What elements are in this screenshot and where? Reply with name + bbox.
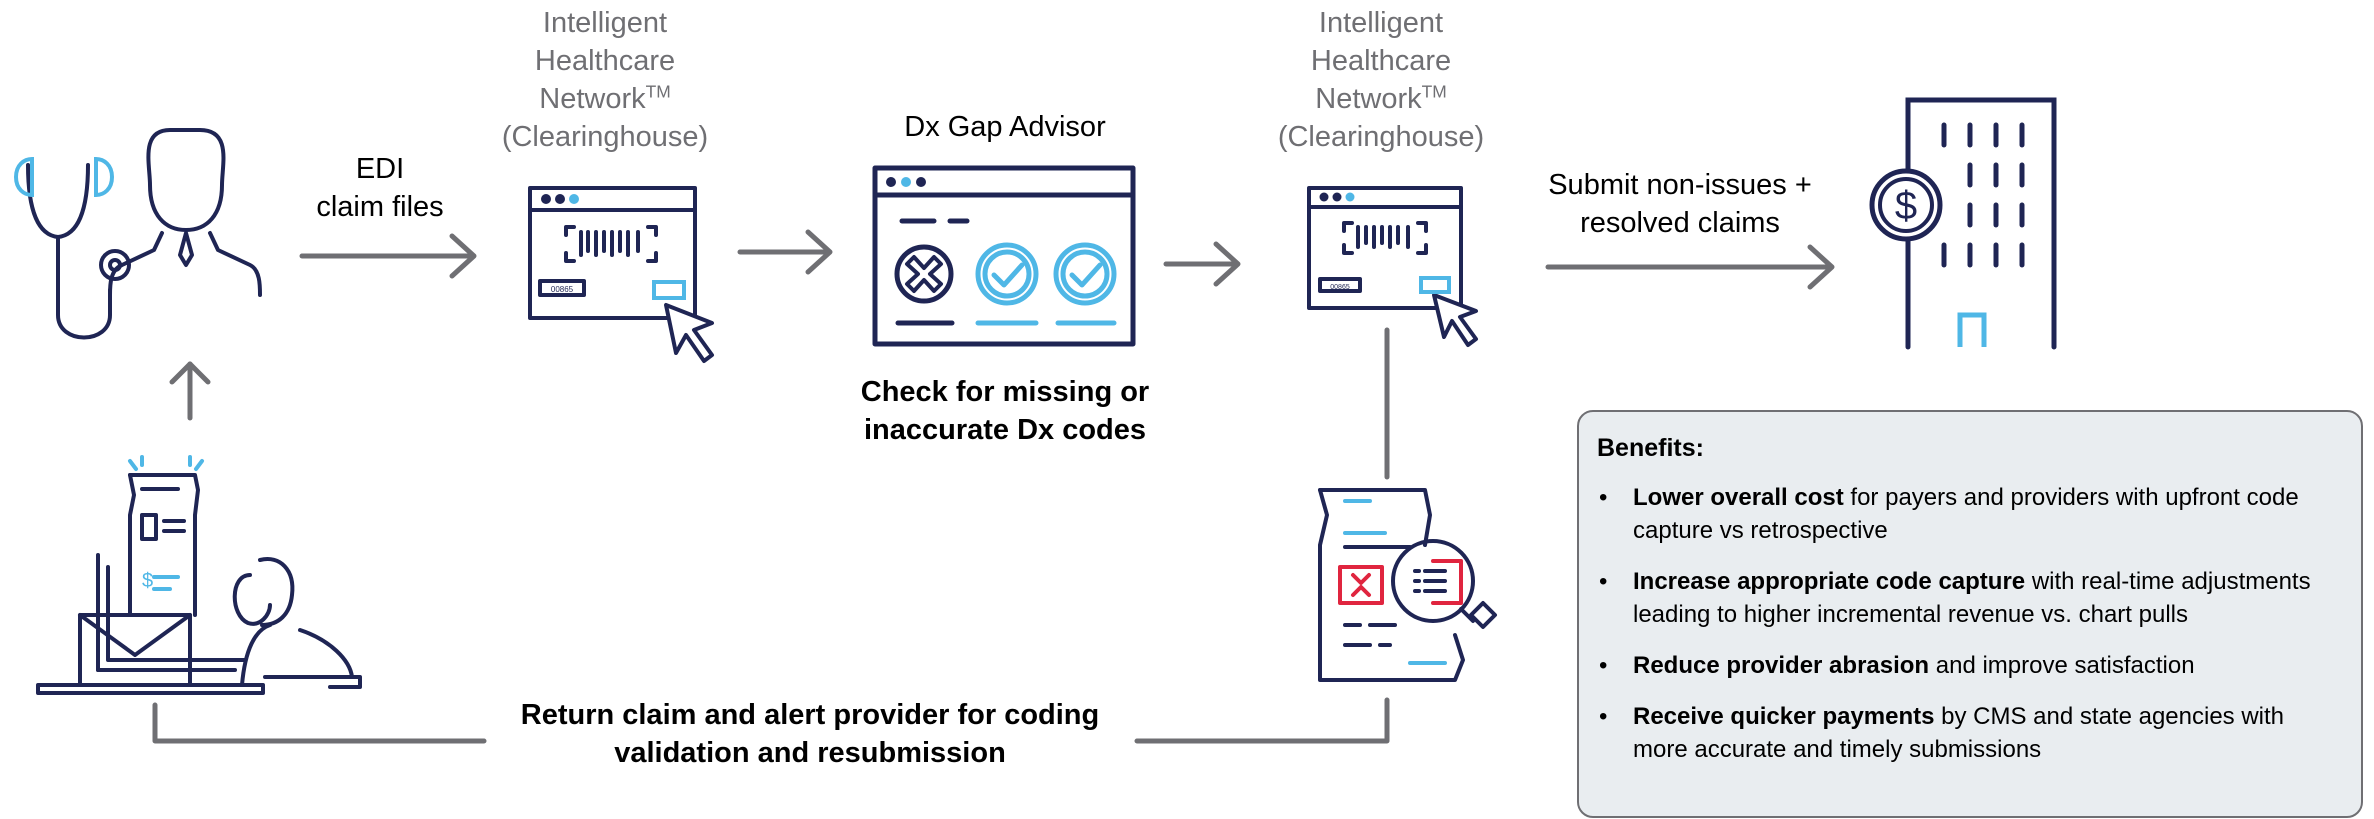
arrow-clearinghouse-to-payer [1545, 244, 1835, 290]
clearinghouse-window-icon-right: 00865 [1307, 186, 1478, 347]
bullet: • [1599, 484, 1608, 511]
submit-line1: Submit non-issues + [1548, 169, 1812, 201]
line-return-left [152, 702, 487, 744]
ihn-right-line1: Intelligent [1318, 7, 1444, 39]
dx-gap-advisor-title: Dx Gap Advisor [904, 111, 1106, 143]
benefit-2-text: with real-time adjustments leading to hi… [1633, 568, 2311, 628]
bullet: • [1599, 652, 1608, 679]
dollar-symbol: $ [1895, 184, 1917, 228]
submit-claims-label: Submit non-issues + resolved claims [1530, 166, 1830, 242]
benefit-item: • Receive quicker payments by CMS and sta… [1597, 700, 2343, 766]
ihn-right-line4: (Clearinghouse) [1277, 121, 1485, 153]
check-dx-codes-label: Check for missing or inaccurate Dx codes [840, 373, 1170, 449]
edi-line2: claim files [316, 191, 444, 223]
ihn-right-line2: Healthcare [1310, 45, 1452, 77]
ihn-left-line1: Intelligent [542, 7, 668, 39]
return-line1: Return claim and alert provider for codi… [520, 699, 1100, 731]
return-line2: validation and resubmission [614, 737, 1006, 769]
ihn-right-network: Network [1315, 83, 1422, 115]
benefit-2-bold: Increase appropriate code capture [1633, 568, 2026, 595]
benefit-item: • Increase appropriate code capture with … [1597, 565, 2343, 631]
clearinghouse-label-left: Intelligent Healthcare NetworkTM (Cleari… [480, 4, 730, 156]
benefit-item: • Lower overall cost for payers and provi… [1597, 481, 2343, 547]
benefit-4-text: by CMS and state agencies with more accu… [1633, 703, 2285, 763]
arrow-clearinghouse-to-dx-advisor [737, 229, 833, 275]
clearinghouse-window-icon: 00865 [528, 186, 714, 363]
check-line2: inaccurate Dx codes [863, 414, 1147, 446]
doctor-stethoscope-icon [13, 128, 262, 340]
benefits-box: Benefits: • Lower overall cost for payers… [1577, 410, 2363, 818]
ihn-left-tm: TM [645, 81, 671, 102]
bullet: • [1599, 568, 1608, 595]
ihn-left-line2: Healthcare [534, 45, 676, 77]
benefit-3-bold: Reduce provider abrasion [1633, 652, 1930, 679]
dx-gap-advisor-window-icon [872, 165, 1136, 347]
ihn-left-line3: NetworkTM [480, 80, 730, 118]
bullet: • [1599, 703, 1608, 730]
benefit-item: • Reduce provider abrasion and improve sa… [1597, 649, 2343, 682]
barcode-tag-left: 00865 [551, 285, 574, 294]
benefit-1-bold: Lower overall cost [1633, 484, 1844, 511]
ihn-left-network: Network [539, 83, 646, 115]
arrow-provider-to-clearinghouse [299, 233, 477, 279]
ihn-left-line4: (Clearinghouse) [501, 121, 709, 153]
check-line1: Check for missing or [860, 376, 1150, 408]
provider-at-computer-icon: $ [36, 455, 362, 695]
returned-claim-document-icon [1318, 488, 1497, 682]
barcode-tag-right: 00865 [1330, 284, 1350, 291]
line-return-right [1134, 697, 1390, 744]
submit-line2: resolved claims [1580, 207, 1780, 239]
clearinghouse-label-right: Intelligent Healthcare NetworkTM (Cleari… [1256, 4, 1506, 156]
edi-line1: EDI [355, 153, 405, 185]
benefits-title: Benefits: [1597, 434, 1704, 462]
edi-claim-files-label: EDI claim files [290, 150, 470, 226]
payer-building-icon: $ [1869, 97, 2057, 350]
benefit-1-text: for payers and providers with upfront co… [1633, 484, 2299, 544]
arrow-up-to-provider [169, 361, 211, 421]
arrow-dx-advisor-to-clearinghouse [1163, 241, 1241, 287]
benefit-3-text: and improve satisfaction [1929, 652, 2195, 679]
ihn-right-line3: NetworkTM [1256, 80, 1506, 118]
return-claim-label: Return claim and alert provider for codi… [490, 696, 1130, 772]
benefit-4-bold: Receive quicker payments [1633, 703, 1935, 730]
ihn-right-tm: TM [1421, 81, 1447, 102]
dollar-sign: $ [142, 570, 153, 592]
